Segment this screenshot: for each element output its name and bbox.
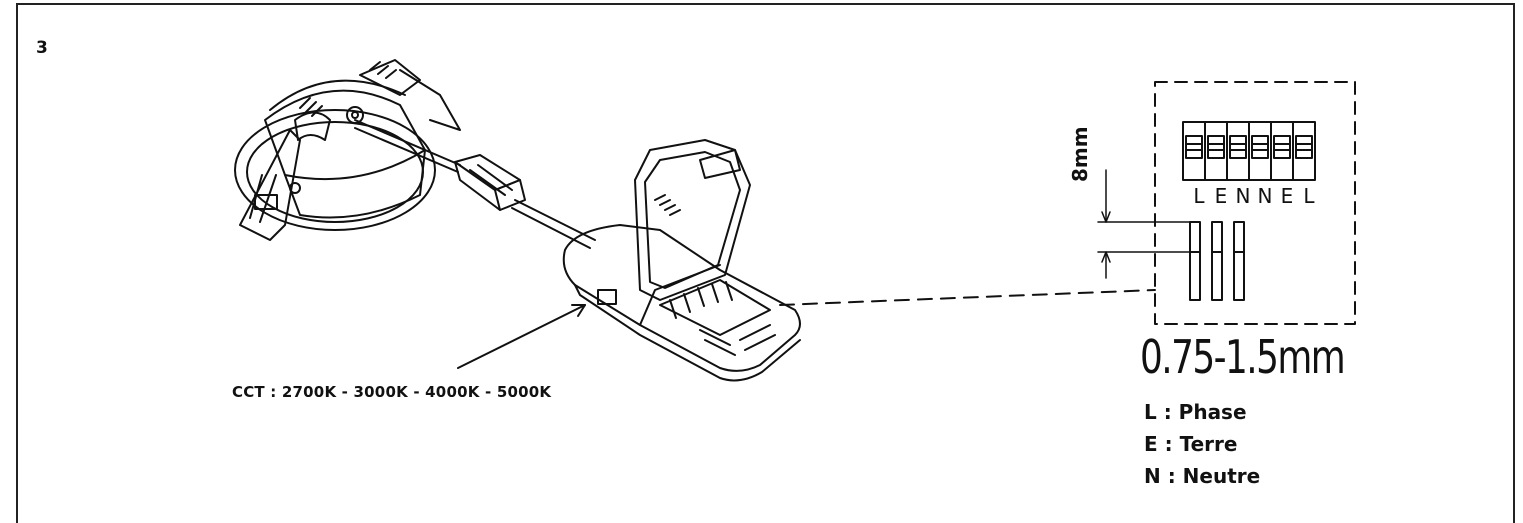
diagram-frame — [16, 3, 1515, 523]
terminal-letter: N — [1235, 184, 1251, 208]
legend-item-neutral: N : Neutre — [1144, 464, 1261, 488]
strip-dimension — [1097, 169, 1191, 279]
spring-clips — [239, 59, 461, 241]
wires — [1189, 221, 1245, 301]
connector — [454, 154, 526, 211]
driver-lid — [634, 139, 751, 301]
detail-box — [1154, 81, 1356, 325]
legend-item-earth: E : Terre — [1144, 432, 1238, 456]
legend-item-phase: L : Phase — [1144, 400, 1247, 424]
driver-box — [562, 224, 801, 382]
terminal-letters: L E N N E L — [1188, 184, 1320, 208]
cable — [354, 119, 461, 166]
wire-size-label: 0.75-1.5mm — [1140, 330, 1346, 384]
detail-leader — [779, 289, 1156, 306]
terminal-letter: E — [1280, 184, 1294, 208]
terminal-letter: E — [1214, 184, 1228, 208]
terminal-letter: L — [1193, 184, 1205, 208]
cct-label: CCT : 2700K - 3000K - 4000K - 5000K — [232, 383, 552, 401]
terminal-letter: N — [1257, 184, 1273, 208]
luminaire-drawing — [234, 59, 1356, 382]
step-number: 3 — [36, 38, 48, 58]
terminal-block — [1182, 121, 1316, 181]
strip-length-label: 8mm — [1068, 126, 1092, 182]
wire-legend: L : Phase E : Terre N : Neutre — [1144, 396, 1260, 492]
terminal-letter: L — [1303, 184, 1315, 208]
cct-pointer — [457, 304, 586, 369]
